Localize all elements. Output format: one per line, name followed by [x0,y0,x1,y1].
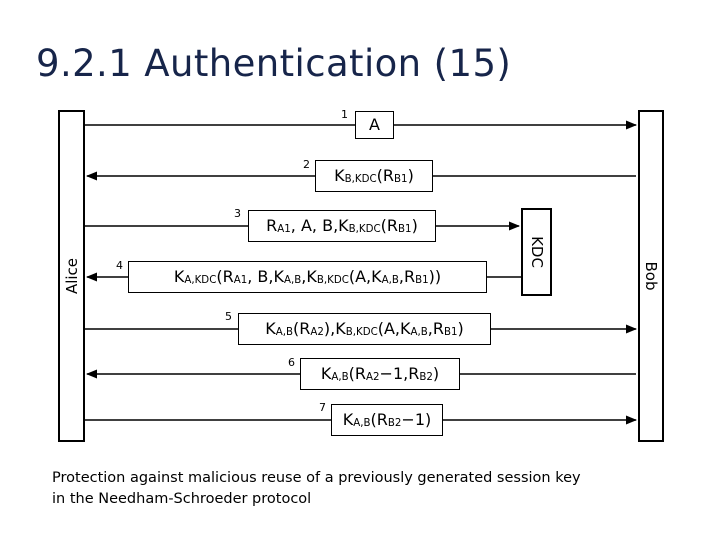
step-number-6: 6 [288,356,295,369]
step-number-2: 2 [303,158,310,171]
message-label-1: A [355,111,394,139]
actor-alice-label: Alice [62,257,81,295]
step-number-3: 3 [234,207,241,220]
caption-line-1: Protection against malicious reuse of a … [52,470,581,486]
step-number-5: 5 [225,310,232,323]
actor-bob: Bob [638,110,664,442]
page-title: 9.2.1 Authentication (15) [36,42,512,85]
step-number-1: 1 [341,108,348,121]
actor-bob-label: Bob [642,261,660,291]
step-number-4: 4 [116,259,123,272]
slide-caption: Protection against malicious reuse of a … [52,468,672,510]
caption-line-2: in the Needham-Schroeder protocol [52,491,312,508]
actor-kdc-label: KDC [527,236,546,268]
actor-kdc: KDC [521,208,552,296]
step-number-7: 7 [319,401,326,414]
actor-alice: Alice [58,110,85,442]
